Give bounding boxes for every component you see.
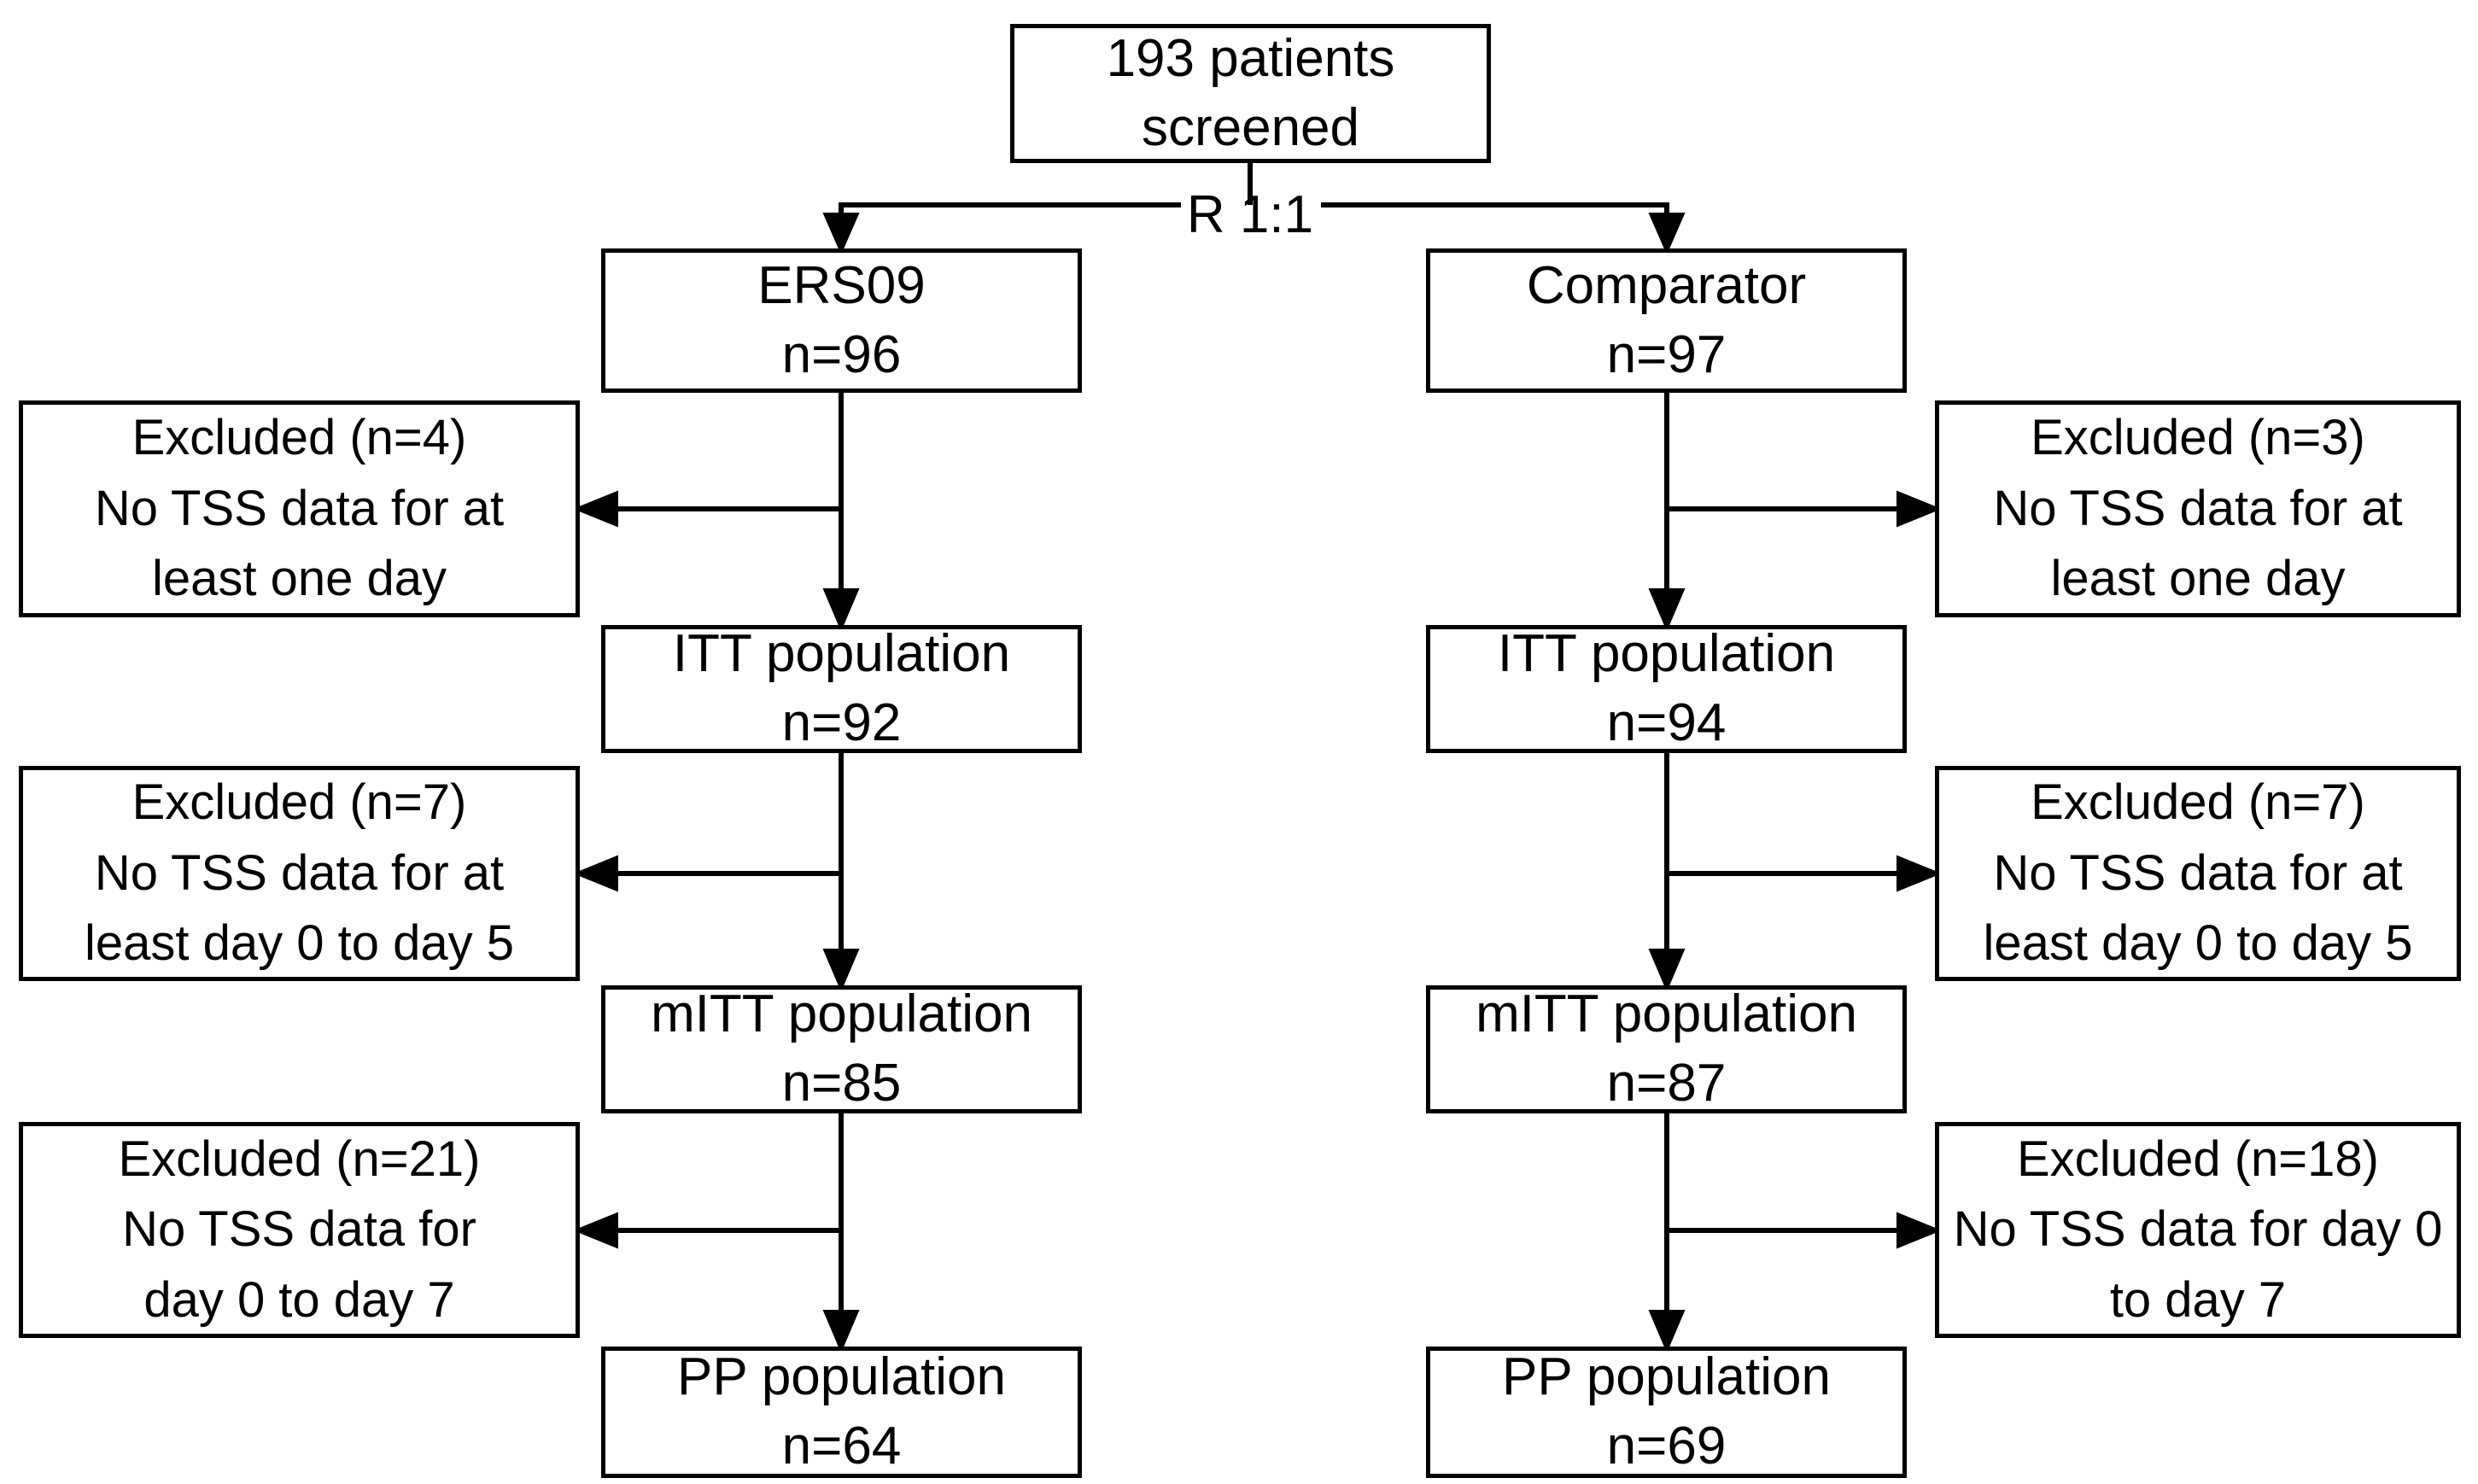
excluded-2-left-box: Excluded (n=7) No TSS data for at least … (19, 766, 580, 981)
mitt-left-box: mITT population n=85 (601, 984, 1082, 1113)
excluded-line-2: No TSS data for at (1993, 480, 2403, 536)
excluded-line-1: Excluded (n=18) (2017, 1131, 2379, 1187)
mitt-right-box: mITT population n=87 (1426, 984, 1907, 1113)
pp-n: n=69 (1606, 1417, 1727, 1475)
excluded-line-3: day 0 to day 7 (143, 1271, 455, 1328)
pp-right-box: PP population n=69 (1426, 1347, 1907, 1478)
excluded-line-2: No TSS data for at (1993, 844, 2403, 901)
arrowhead-excl3-left (573, 1212, 618, 1249)
arrowhead-into-mitt-left (822, 949, 860, 992)
ers09-n: n=96 (781, 324, 902, 384)
arrowhead-excl2-left (573, 855, 618, 892)
mitt-name: mITT population (1476, 984, 1857, 1044)
arrowhead-excl2-right (1896, 855, 1942, 892)
pp-name: PP population (677, 1347, 1006, 1407)
itt-name: ITT population (672, 624, 1011, 684)
excluded-line-2: No TSS data for (122, 1201, 476, 1258)
arrowhead-into-itt-left (822, 588, 860, 632)
excluded-line-1: Excluded (n=7) (131, 774, 467, 831)
ers09-name: ERS09 (757, 255, 926, 315)
arrowhead-into-mitt-right (1648, 949, 1686, 992)
arrowhead-excl1-left (573, 490, 618, 528)
arrowhead-into-ers09 (822, 213, 860, 255)
excluded-line-1: Excluded (n=3) (2031, 410, 2365, 466)
itt-n: n=92 (781, 693, 902, 752)
excluded-3-left-box: Excluded (n=21) No TSS data for day 0 to… (19, 1122, 580, 1338)
ers09-arm-box: ERS09 n=96 (601, 248, 1082, 393)
excluded-line-2: No TSS data for at (94, 480, 505, 536)
randomization-ratio-label: R 1:1 (1186, 185, 1314, 244)
left-trunk-connector (822, 390, 860, 1353)
right-exclusion-arrows (1664, 490, 1942, 1249)
excluded-line-3: least one day (151, 551, 447, 607)
excluded-line-2: No TSS data for day 0 (1953, 1201, 2443, 1258)
mitt-n: n=85 (781, 1054, 902, 1113)
arrowhead-excl1-right (1896, 490, 1942, 528)
excluded-2-right-box: Excluded (n=7) No TSS data for at least … (1935, 766, 2461, 981)
excluded-1-right-box: Excluded (n=3) No TSS data for at least … (1935, 400, 2461, 617)
arrowhead-into-pp-right (1648, 1310, 1686, 1353)
screened-line-1: 193 patients (1106, 28, 1395, 88)
arrowhead-excl3-right (1896, 1212, 1942, 1249)
comparator-n: n=97 (1606, 324, 1727, 384)
arrowhead-into-comparator (1648, 213, 1686, 255)
arrowhead-into-itt-right (1648, 588, 1686, 632)
itt-right-box: ITT population n=94 (1426, 624, 1907, 753)
randomization-split-connector (822, 161, 1686, 255)
excluded-line-1: Excluded (n=7) (2031, 774, 2365, 831)
itt-n: n=94 (1606, 693, 1727, 752)
itt-left-box: ITT population n=92 (601, 624, 1082, 753)
mitt-name: mITT population (651, 984, 1032, 1044)
excluded-3-right-box: Excluded (n=18) No TSS data for day 0 to… (1935, 1122, 2461, 1338)
comparator-arm-box: Comparator n=97 (1426, 248, 1907, 393)
arrowhead-into-pp-left (822, 1310, 860, 1353)
excluded-line-3: least day 0 to day 5 (1983, 915, 2413, 972)
left-exclusion-arrows (573, 490, 844, 1249)
excluded-line-3: least one day (2050, 551, 2346, 607)
comparator-name: Comparator (1526, 255, 1807, 315)
excluded-1-left-box: Excluded (n=4) No TSS data for at least … (19, 400, 580, 617)
excluded-line-1: Excluded (n=4) (131, 410, 467, 466)
screened-patients-box: 193 patients screened (1010, 24, 1491, 163)
pp-name: PP population (1502, 1347, 1831, 1407)
right-trunk-connector (1648, 390, 1686, 1353)
excluded-line-1: Excluded (n=21) (118, 1131, 481, 1187)
excluded-line-2: No TSS data for at (94, 844, 505, 901)
pp-left-box: PP population n=64 (601, 1347, 1082, 1478)
pp-n: n=64 (781, 1417, 902, 1475)
excluded-line-3: to day 7 (2109, 1271, 2287, 1328)
mitt-n: n=87 (1606, 1054, 1727, 1113)
excluded-line-3: least day 0 to day 5 (85, 915, 514, 972)
itt-name: ITT population (1497, 624, 1836, 684)
screened-line-2: screened (1141, 97, 1360, 157)
